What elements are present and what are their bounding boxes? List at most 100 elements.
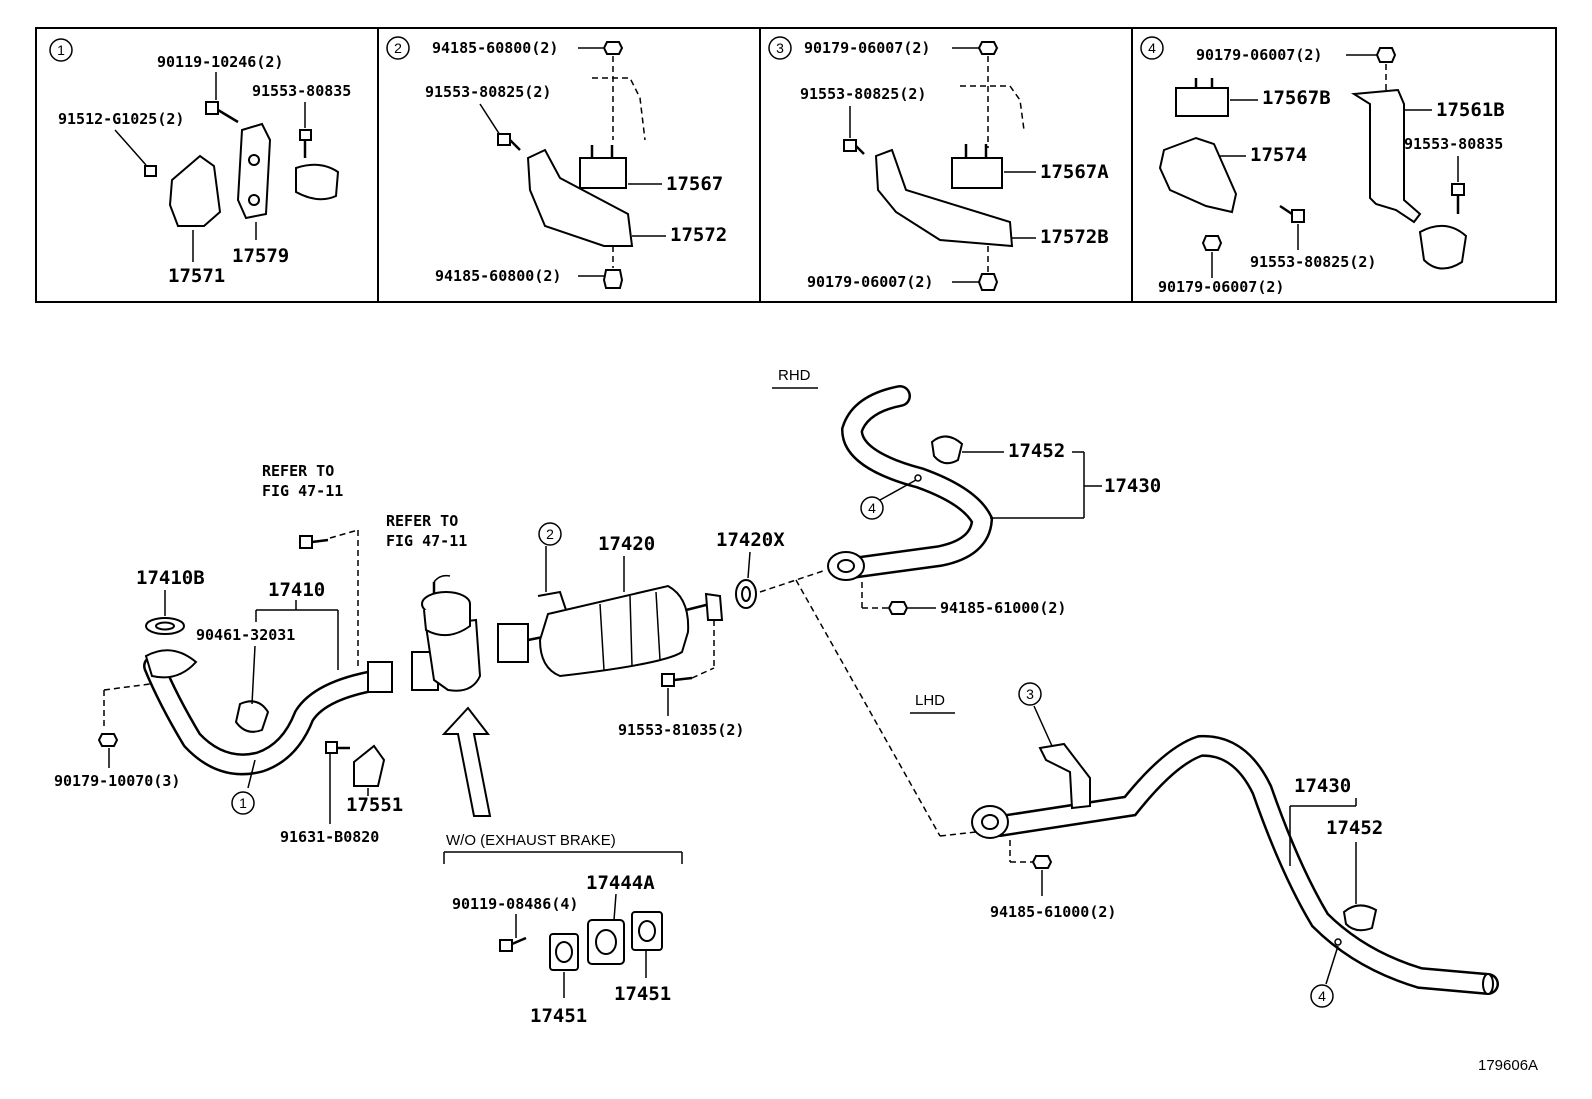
part-label: 90119-10246(2)	[157, 53, 283, 71]
part-label: 90179-06007(2)	[804, 39, 930, 57]
panel-number: 4	[1148, 40, 1156, 56]
clamp-icon	[1418, 225, 1468, 270]
assembly-line	[103, 683, 151, 691]
bracket-hole	[248, 194, 260, 206]
refer-note-line: FIG 47-11	[386, 532, 467, 550]
hanger-point	[1334, 938, 1342, 946]
assembly-line	[939, 831, 977, 837]
heat-insulator-icon	[353, 744, 386, 787]
bracket-icon	[1038, 742, 1091, 810]
part-label: 17561B	[1436, 99, 1505, 121]
leader-line	[114, 129, 147, 166]
callout-number: 1	[239, 795, 247, 811]
part-label: 17572	[670, 224, 727, 246]
panel-3: 3 90179-06007(2) 91553-80825(2) 17567A 1…	[768, 36, 1109, 291]
bracket-icon	[168, 154, 222, 227]
leader-line	[613, 893, 617, 921]
frame-bracket-outline	[960, 85, 1025, 131]
part-label: 17451	[614, 983, 671, 1005]
panel-2: 2 94185-60800(2) 91553-80825(2) 17567 17…	[386, 36, 727, 289]
adapter-plate-icon	[587, 919, 625, 965]
panel-number-circle	[768, 36, 792, 60]
callout-number: 4	[1318, 988, 1326, 1004]
pipe-outlet	[1482, 973, 1494, 995]
part-label: 91553-80835	[252, 82, 351, 100]
part-label: 90461-32031	[196, 626, 295, 644]
gasket-icon	[549, 933, 579, 971]
nut-icon	[602, 269, 624, 289]
main-diagram: RHD LHD REFER TO FIG 47-11 REFER TO FIG …	[54, 367, 1499, 1027]
diagram-id: 179606A	[1478, 1057, 1538, 1074]
detail-panels	[35, 27, 1557, 303]
callout-circle	[1310, 984, 1334, 1008]
bolt-icon	[1279, 204, 1305, 223]
panel-4: 4 90179-06007(2) 17567B 17561B 17574 915…	[1140, 36, 1505, 296]
bolt-icon	[1451, 183, 1465, 214]
panel-1: 1 90119-10246(2) 91553-80835 91512-G1025…	[49, 38, 351, 287]
pipe-flange	[144, 649, 198, 679]
bolt-icon	[661, 673, 693, 687]
bolt-icon	[843, 139, 865, 155]
mount-icon	[1175, 87, 1229, 117]
panel-number: 1	[57, 42, 65, 58]
bracket-icon	[1350, 88, 1422, 224]
part-label: 17452	[1326, 817, 1383, 839]
part-label: 17444A	[586, 872, 655, 894]
part-label: 17420X	[716, 529, 785, 551]
bolt-icon	[299, 535, 329, 549]
part-label: 17410B	[136, 567, 205, 589]
refer-note-line: REFER TO	[262, 462, 334, 480]
bolt-icon	[325, 741, 350, 754]
callout-number: 2	[546, 526, 554, 542]
bolt-icon	[299, 129, 312, 158]
panel-number: 2	[394, 40, 402, 56]
nut-icon	[1201, 235, 1223, 251]
bolt-icon	[205, 101, 239, 124]
bracket-icon	[874, 148, 1014, 248]
frame-bracket-outline	[592, 77, 646, 141]
part-label: 91553-80835	[1404, 135, 1503, 153]
panel-number-circle	[49, 38, 73, 62]
pipe-flange	[367, 661, 393, 693]
nut-icon	[97, 733, 119, 747]
part-label: 94185-60800(2)	[432, 39, 558, 57]
part-label: 17410	[268, 579, 325, 601]
bolt-icon	[144, 165, 157, 177]
leader-line	[1325, 945, 1339, 985]
bracket-icon	[236, 122, 272, 220]
clamp-icon	[234, 700, 270, 733]
part-label: 94185-61000(2)	[940, 599, 1066, 617]
assembly-line	[795, 579, 941, 837]
exhaust-brake-valve	[411, 574, 482, 692]
part-label: 94185-61000(2)	[990, 903, 1116, 921]
muffler-bracket	[537, 590, 567, 611]
refer-note-line: REFER TO	[386, 512, 458, 530]
part-label: 91631-B0820	[280, 828, 379, 846]
part-label: 91553-80825(2)	[425, 83, 551, 101]
part-label: 17451	[530, 1005, 587, 1027]
part-label: 17574	[1250, 144, 1307, 166]
part-label: 91553-81035(2)	[618, 721, 744, 739]
leader-line	[479, 103, 501, 136]
part-label: 91553-80825(2)	[800, 85, 926, 103]
assembly-line	[691, 667, 715, 679]
bracket-icon	[1158, 136, 1238, 214]
part-label: 90179-06007(2)	[1196, 46, 1322, 64]
bracket-hole	[248, 154, 260, 166]
muffler-inlet-flange	[497, 623, 529, 663]
part-label: 17567	[666, 173, 723, 195]
part-label: 17452	[1008, 440, 1065, 462]
clamp-icon	[295, 163, 340, 201]
lhd-heading: LHD	[915, 692, 945, 709]
muffler-outlet-flange	[704, 592, 724, 621]
assembly-line	[329, 529, 359, 539]
callout-circle	[1018, 682, 1042, 706]
leader-line	[251, 645, 256, 705]
leader-line	[1033, 705, 1053, 747]
callout-circle	[231, 791, 255, 815]
callout-circle	[538, 522, 562, 546]
part-label: 17551	[346, 794, 403, 816]
nut-icon	[602, 41, 624, 55]
callout-circle	[860, 496, 884, 520]
part-label: 17420	[598, 533, 655, 555]
